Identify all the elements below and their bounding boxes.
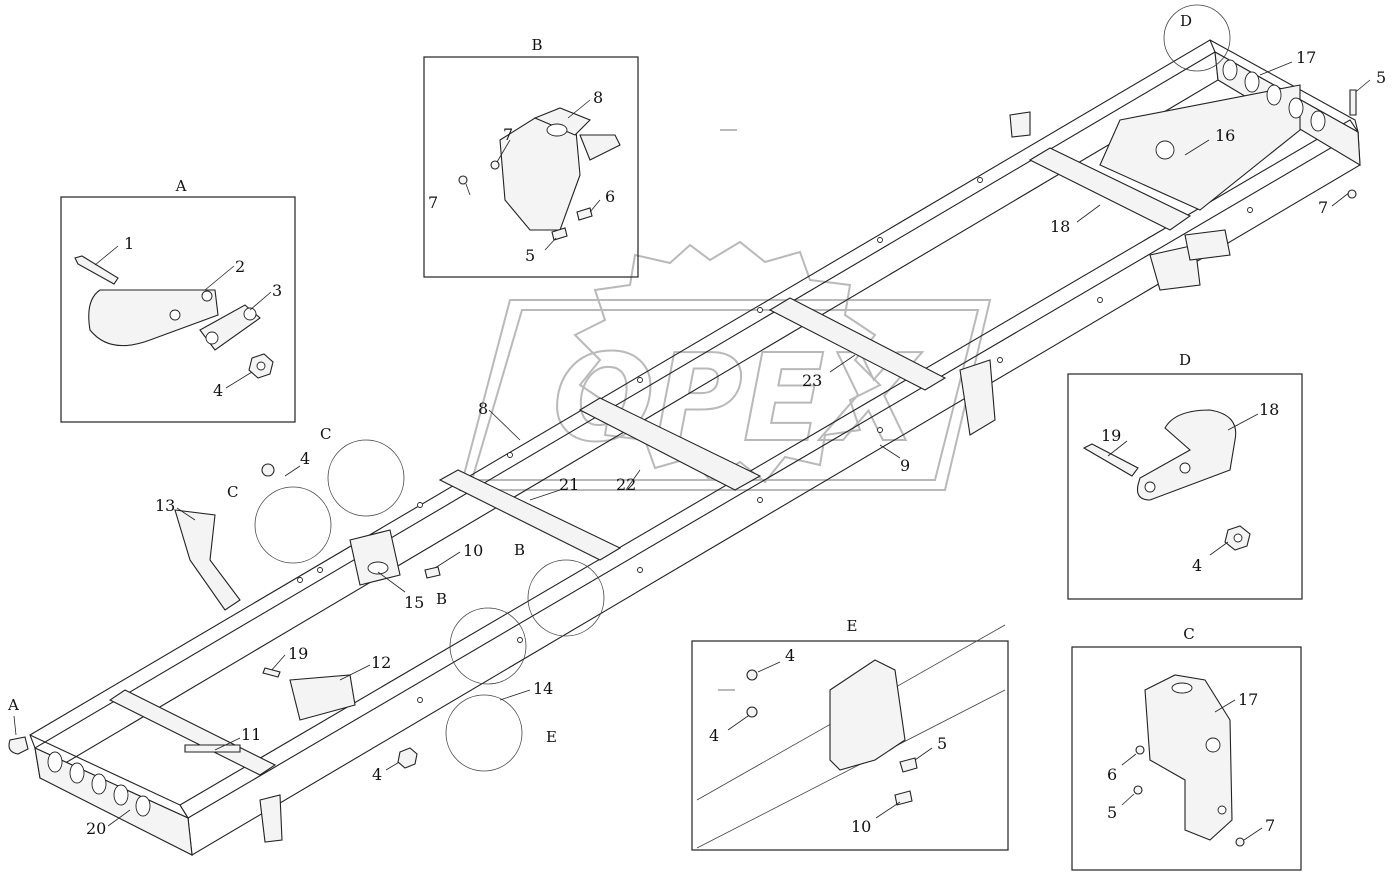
- detail-d-callout-4: 4: [1192, 556, 1202, 575]
- rear-crossmember-holes: [1222, 59, 1326, 132]
- detail-e-title: E: [847, 617, 858, 635]
- detail-c-callout-5: 5: [1107, 803, 1117, 822]
- view-mark-e: E: [546, 728, 557, 746]
- detail-a-callout-2: 2: [235, 257, 245, 276]
- main-callout-23: 23: [802, 371, 822, 390]
- main-callout-4a: 4: [300, 449, 310, 468]
- detail-c-callout-6: 6: [1107, 765, 1117, 784]
- detail-b-callout-6: 6: [605, 187, 615, 206]
- detail-b-callout-8: 8: [593, 88, 603, 107]
- detail-circles: [254, 4, 1231, 772]
- main-callout-22: 22: [616, 475, 636, 494]
- main-callout-20: 20: [86, 819, 106, 838]
- detail-view-e: E 4 4 5 10: [691, 617, 1009, 851]
- main-callout-11: 11: [241, 725, 261, 744]
- detail-b-callout-7b: 7: [428, 193, 438, 212]
- view-mark-b1: B: [514, 541, 525, 559]
- detail-view-a: A 1 2 3 4: [60, 177, 296, 423]
- detail-a-callout-3: 3: [272, 281, 282, 300]
- rail-holes: [297, 177, 1253, 703]
- view-mark-c2: C: [227, 483, 238, 501]
- main-callout-7: 7: [1318, 198, 1328, 217]
- front-crossmember-holes: [47, 751, 151, 817]
- detail-c-callout-7: 7: [1265, 816, 1275, 835]
- main-chassis-frame: [8, 39, 1361, 856]
- main-view-callouts: 5 7 16 17 18 23 8 9 21 22 4 10 13 15 12 …: [86, 48, 1386, 838]
- main-callout-13: 13: [155, 496, 175, 515]
- main-callout-9: 9: [900, 456, 910, 475]
- detail-view-b: B 8 7 7 6 5: [423, 36, 639, 278]
- main-callout-4b: 4: [372, 765, 382, 784]
- detail-e-callout-10: 10: [851, 817, 871, 836]
- detail-b-callout-7a: 7: [503, 125, 513, 144]
- detail-view-d: D 19 18 4: [1067, 351, 1303, 600]
- detail-a-title: A: [175, 177, 187, 195]
- detail-c-callout-17: 17: [1238, 690, 1258, 709]
- detail-a-callout-4: 4: [213, 381, 223, 400]
- main-callout-19: 19: [288, 644, 308, 663]
- main-callout-5: 5: [1376, 68, 1386, 87]
- detail-d-callout-19: 19: [1101, 426, 1121, 445]
- main-callout-21: 21: [559, 475, 579, 494]
- detail-e-callout-4a: 4: [785, 646, 795, 665]
- detail-a-callout-1: 1: [124, 234, 134, 253]
- main-callout-15: 15: [404, 593, 424, 612]
- main-callout-8: 8: [478, 399, 488, 418]
- view-mark-b2: B: [436, 590, 447, 608]
- detail-b-title: B: [531, 36, 542, 54]
- detail-e-callout-4b: 4: [709, 726, 719, 745]
- view-mark-d: D: [1180, 12, 1192, 30]
- main-callout-16: 16: [1215, 126, 1235, 145]
- view-mark-a: A: [7, 696, 19, 714]
- detail-d-title: D: [1179, 351, 1191, 369]
- main-callout-18: 18: [1050, 217, 1070, 236]
- detail-e-callout-5: 5: [937, 734, 947, 753]
- main-view-marks: A B B C C D E: [7, 12, 1192, 746]
- view-mark-c1: C: [320, 425, 331, 443]
- main-callout-10: 10: [463, 541, 483, 560]
- main-callout-12: 12: [371, 653, 391, 672]
- detail-view-c: C 17 6 5 7: [1071, 625, 1302, 871]
- detail-d-callout-18: 18: [1259, 400, 1279, 419]
- detail-c-title: C: [1183, 625, 1194, 643]
- main-callout-17: 17: [1296, 48, 1316, 67]
- main-callout-14: 14: [533, 679, 553, 698]
- detail-b-callout-5: 5: [525, 246, 535, 265]
